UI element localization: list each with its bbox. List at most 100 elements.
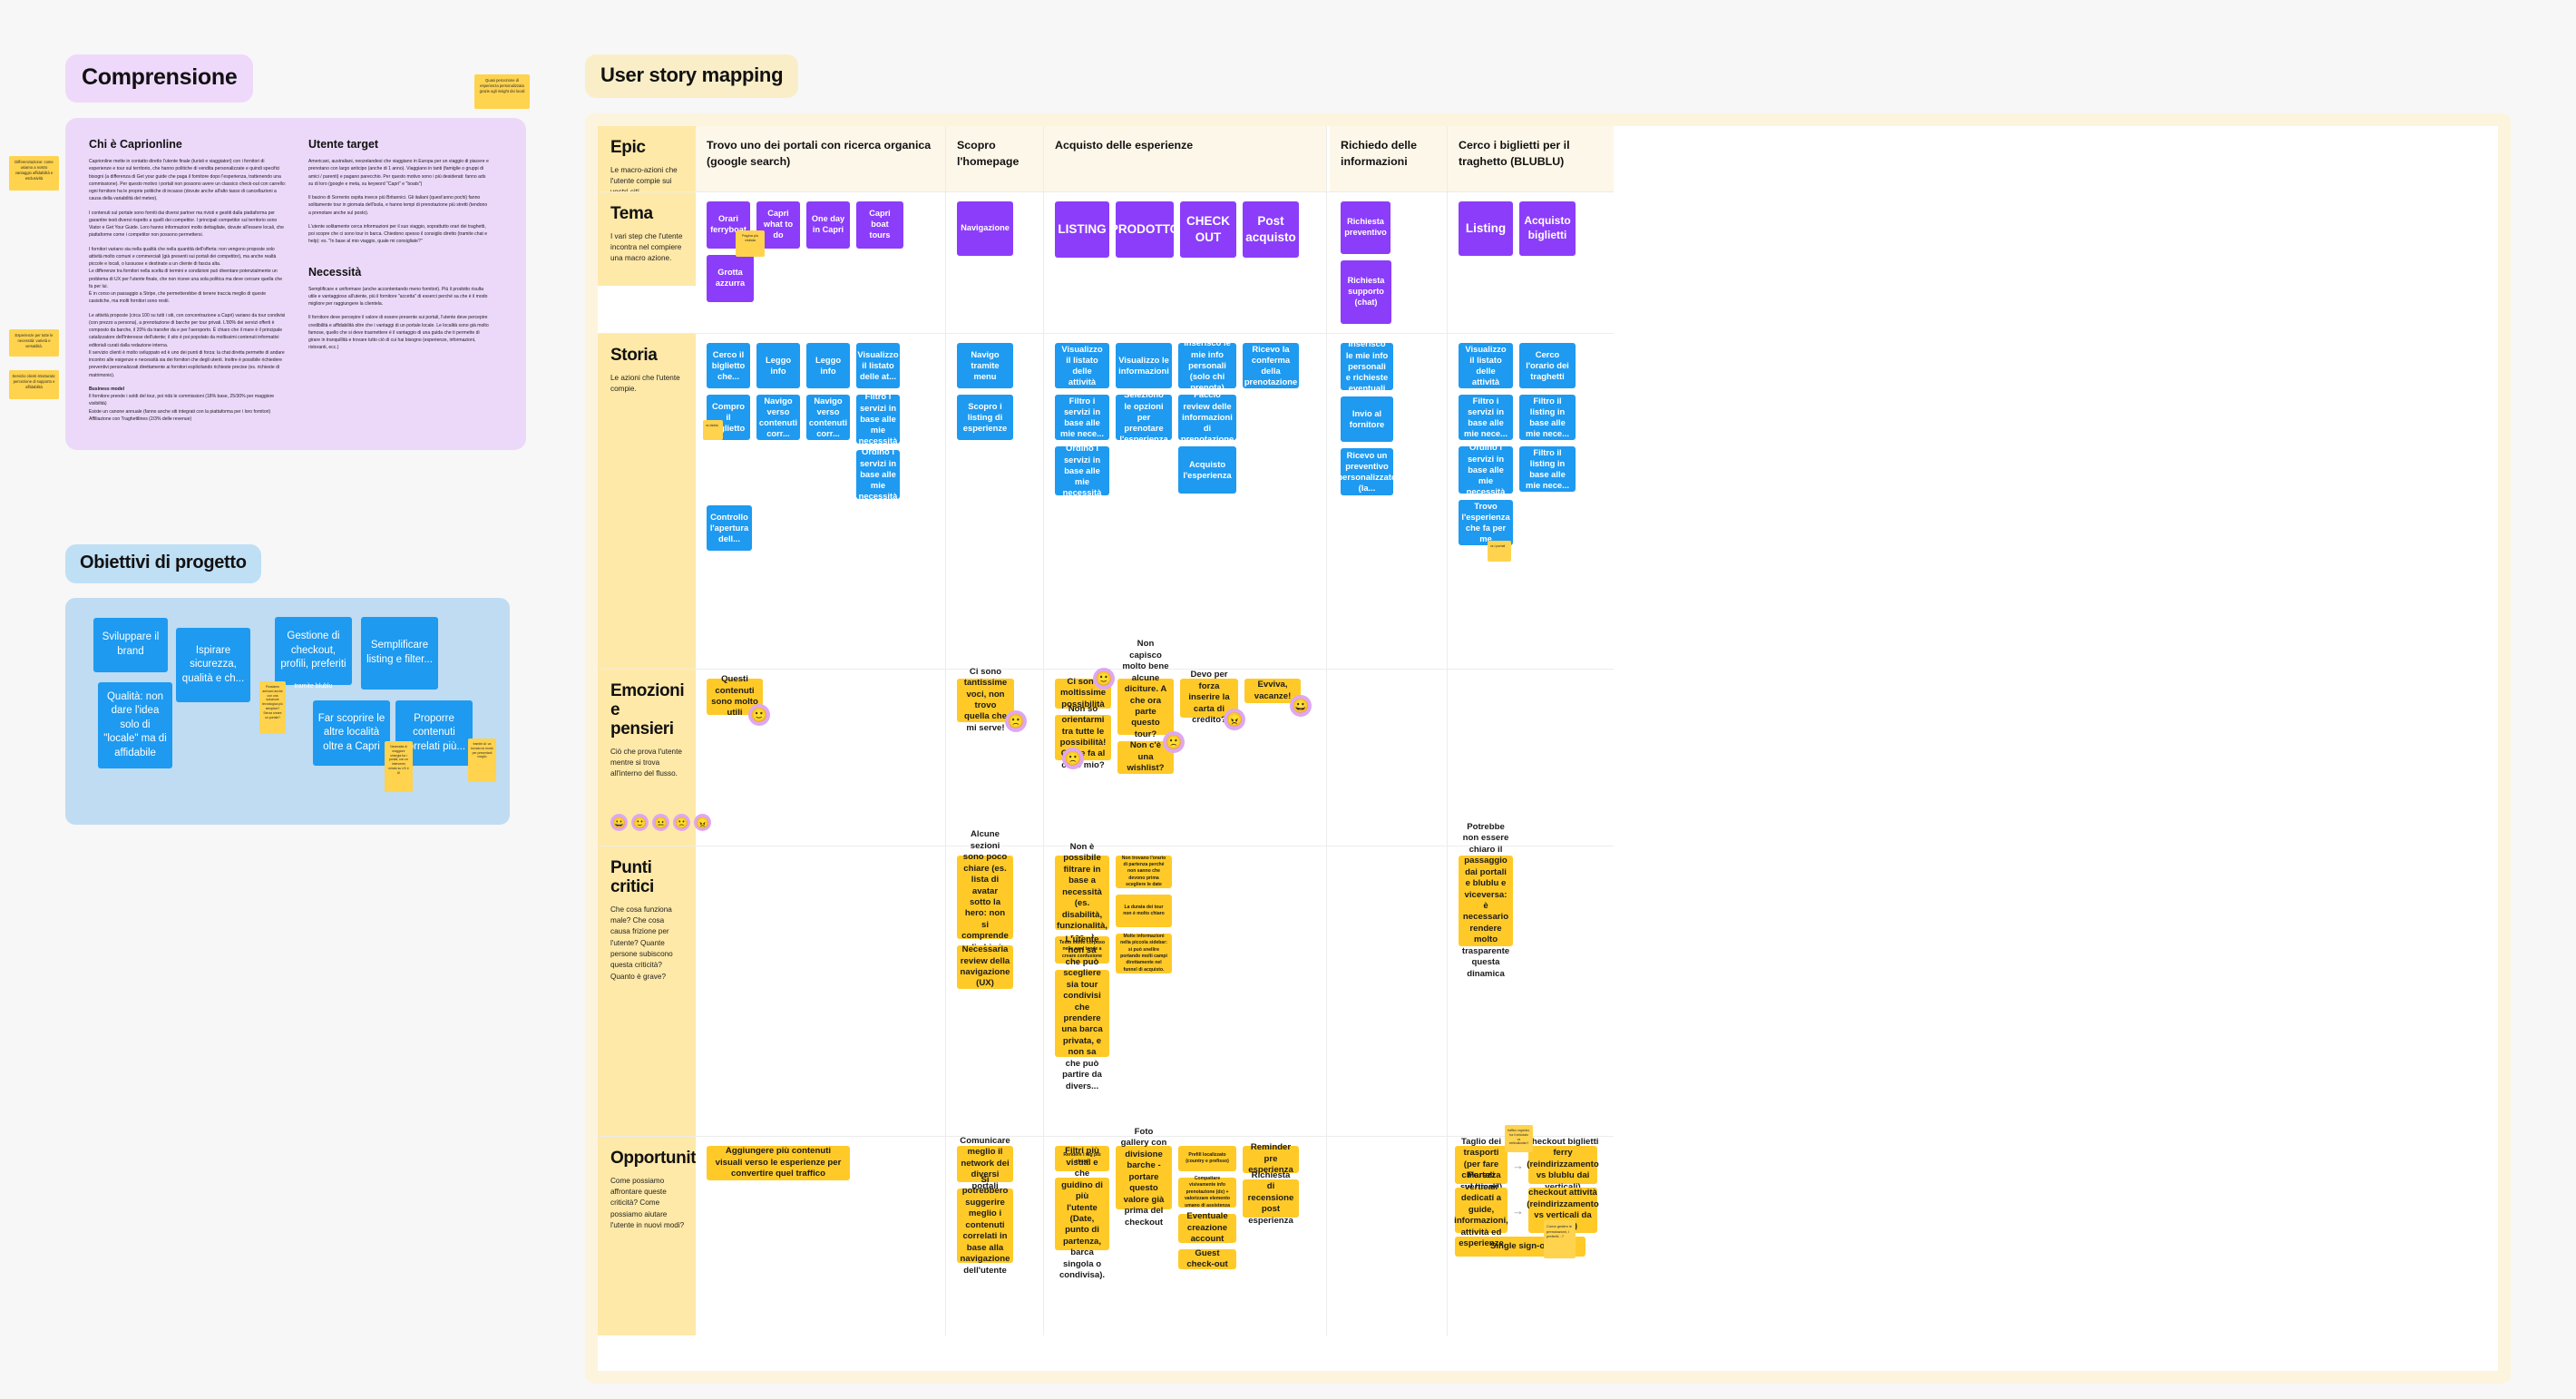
punto-critico-card[interactable]: Necessaria review della navigazione (UX) xyxy=(957,944,1013,989)
emozione-card[interactable]: Ci sono tantissime voci, non trovo quell… xyxy=(957,667,1014,733)
sticky-note-traffico-organico[interactable]: traffico organico, tra il veicolato vs v… xyxy=(1505,1125,1533,1152)
row-label-punti-title: Punti critici xyxy=(610,858,654,896)
tema-card-richiesta-preventivo[interactable]: Richiesta preventivo xyxy=(1341,201,1390,254)
opportunita-card[interactable]: Guest check-out xyxy=(1178,1248,1236,1269)
storia-card[interactable]: Navigo verso contenuti corr... xyxy=(806,395,850,440)
storia-card[interactable]: Visualizzo il listato delle attività xyxy=(1055,343,1109,388)
opportunita-card[interactable]: checkout biglietti ferry (reindirizzamen… xyxy=(1527,1137,1598,1192)
punto-critico-card[interactable]: Molte informazioni nella piccola sidebar… xyxy=(1116,934,1172,973)
sticky-note-esperienze[interactable]: Esperienze per tutte le necessità: varie… xyxy=(9,329,59,357)
tema-card-listing[interactable]: LISTING xyxy=(1055,201,1109,258)
storia-card[interactable]: Ordino i servizi in base alle mie necess… xyxy=(1459,442,1513,496)
tema-card-grotta-azzurra[interactable]: Grotta azzurra xyxy=(707,255,754,302)
storia-cell-informazioni: Inserisco le mie info personali e richie… xyxy=(1330,333,1448,669)
sticky-note-vs-i-portali[interactable]: vs i portali xyxy=(1488,541,1511,562)
tema-card-listing-blublu[interactable]: Listing xyxy=(1459,201,1513,256)
storia-card[interactable]: Ordino i servizi in base alle mie necess… xyxy=(1055,443,1109,497)
storia-card[interactable]: Visualizzo il listato delle at... xyxy=(856,343,900,388)
storia-card[interactable]: Trovo l'esperienza che fa per me xyxy=(1459,500,1513,545)
row-label-punti-critici: Punti critici Che cosa funziona male? Ch… xyxy=(598,846,696,1136)
storia-card[interactable]: Visualizzo il listato delle attività xyxy=(1459,343,1513,388)
sad-face-icon: 🙁 xyxy=(673,814,690,831)
storia-card[interactable]: Cerco il biglietto che... xyxy=(707,343,750,388)
tema-card-checkout[interactable]: CHECK OUT xyxy=(1180,201,1236,258)
punto-critico-card[interactable]: Alcune sezioni sono poco chiare (es. lis… xyxy=(957,829,1013,964)
sticky-note-sinergia-portali[interactable]: Necessità di maggiore sinergia tra i por… xyxy=(385,741,413,792)
storia-card[interactable]: Navigo tramite menu xyxy=(957,343,1013,388)
epic-header-portali: Trovo uno dei portali con ricerca organi… xyxy=(696,126,946,191)
very-happy-face-icon: 😀 xyxy=(610,814,628,831)
row-label-emozioni-desc: Ciò che prova l'utente mentre si trova a… xyxy=(610,747,682,778)
angry-face-icon: 😠 xyxy=(694,814,711,831)
storia-card[interactable]: Ricevo la conferma della prenotazione xyxy=(1243,343,1299,388)
storia-card[interactable]: Ordino i servizi in base alle mie necess… xyxy=(856,446,900,501)
storia-card[interactable]: Filtro i servizi in base alle mie nece..… xyxy=(1055,395,1109,440)
goal-card-semplificare-listing[interactable]: Semplificare listing e filter... xyxy=(361,617,438,690)
opportunita-card[interactable]: Compattare visivamente info prenotazione… xyxy=(1178,1176,1236,1208)
storia-card[interactable]: Faccio review delle informazioni di pren… xyxy=(1178,389,1236,444)
storia-card[interactable]: Controllo l'apertura dell... xyxy=(707,505,752,551)
comprensione-paragraph: Semplificare e uniformare (anche acconte… xyxy=(308,286,488,308)
storia-card[interactable]: Scopro i listing di esperienze xyxy=(957,395,1013,440)
tema-card-acquisto-biglietti[interactable]: Acquisto biglietti xyxy=(1519,201,1576,256)
opportunita-card[interactable]: Eventuale creazione account xyxy=(1178,1211,1236,1244)
comprensione-paragraph: Il bacino di Sorrento ospita invece più … xyxy=(308,195,488,216)
goal-card-qualita[interactable]: Qualità: non dare l'idea solo di "locale… xyxy=(98,682,172,768)
row-label-opportunita: Opportunità Come possiamo affrontare que… xyxy=(598,1136,706,1335)
storia-card[interactable]: Inserisco le mie info personali (solo ch… xyxy=(1178,338,1236,392)
opportunita-card[interactable]: Portali verticali dedicati a guide, info… xyxy=(1454,1170,1508,1248)
tema-card-navigazione[interactable]: Navigazione xyxy=(957,201,1013,256)
opportunita-card[interactable]: Filtri più visual e che guidino di più l… xyxy=(1055,1146,1109,1280)
punto-critico-card[interactable]: Testo molto corposo nelle card tende a c… xyxy=(1055,936,1109,964)
punto-critico-card[interactable]: L'utente non sa che può scegliere sia to… xyxy=(1055,934,1109,1091)
tema-card-post-acquisto[interactable]: Post acquisto xyxy=(1243,201,1299,258)
storia-card[interactable]: Navigo verso contenuti corr... xyxy=(756,395,800,440)
emozione-card[interactable]: Non capisco molto bene alcune diciture. … xyxy=(1117,639,1174,773)
opportunita-card[interactable]: Reminder pre esperienza xyxy=(1243,1142,1299,1175)
sticky-note-soluzione-tecnologica[interactable]: Possiamo arrivarci anche con una soluzio… xyxy=(259,681,286,734)
storia-card[interactable]: Ricevo un preventivo personalizzato (la.… xyxy=(1337,448,1397,495)
tema-cell-traghetto: Listing Acquisto biglietti xyxy=(1448,191,1614,333)
storia-card[interactable]: Seleziono le opzioni per prenotare l'esp… xyxy=(1116,389,1172,444)
storia-card[interactable]: Filtro il listing in base alle mie nece.… xyxy=(1519,446,1576,492)
opportunita-card[interactable]: Aggiungere più contenuti visuali verso l… xyxy=(707,1146,850,1180)
tema-card-prodotto[interactable]: PRODOTTO xyxy=(1110,201,1179,258)
punto-critico-card[interactable]: Non è possibile filtrare in base a neces… xyxy=(1055,842,1109,943)
punti-cell-portali xyxy=(696,846,946,1136)
sticky-note-tramite-ai[interactable]: tramite AI: va trovato un modo per prese… xyxy=(468,739,496,782)
storia-card[interactable]: Visualizzo le informazioni xyxy=(1116,343,1172,388)
goal-card-sviluppare-brand[interactable]: Sviluppare il brand xyxy=(93,618,168,672)
sticky-note-vs-blublu[interactable]: vs blublu xyxy=(703,420,723,440)
punto-critico-card[interactable]: La durata dei tour non è molto chiaro xyxy=(1116,895,1172,927)
emozioni-cell-traghetto xyxy=(1448,669,1614,846)
opportunita-card[interactable]: Rendere i tag più visual xyxy=(1055,1146,1109,1171)
storia-card[interactable]: Filtro il listing in base alle mie nece.… xyxy=(1519,395,1576,440)
tema-card-capri-boat-tours[interactable]: Capri boat tours xyxy=(856,201,903,249)
storia-card[interactable]: Filtro i servizi in base alle mie necess… xyxy=(856,391,900,445)
storia-card[interactable]: Leggo info xyxy=(756,343,800,388)
goal-card-gestione-checkout[interactable]: Gestione di checkout, profili, preferiti xyxy=(275,617,352,685)
opportunita-card[interactable]: Si potrebbero suggerire meglio i contenu… xyxy=(957,1175,1013,1276)
opportunita-card[interactable]: Richiesta di recensione post esperienza xyxy=(1243,1170,1299,1226)
happy-face-icon: 🙂 xyxy=(1093,668,1115,690)
storia-card[interactable]: Acquisto l'esperienza xyxy=(1178,446,1236,494)
sticky-note-differenziazione[interactable]: Differenziazione: come usiamo a nostro v… xyxy=(9,156,59,191)
opportunita-card[interactable]: Prefill localizzato (country e prefisso) xyxy=(1178,1146,1236,1171)
goal-card-ispirare-sicurezza[interactable]: Ispirare sicurezza, qualità e ch... xyxy=(176,628,250,702)
storia-card[interactable]: Inserisco le mie info personali e richie… xyxy=(1341,338,1393,393)
sticky-note-target-insight[interactable]: Quasi percezione di esperienza personali… xyxy=(474,74,530,109)
storia-card[interactable]: Filtro i servizi in base alle mie nece..… xyxy=(1459,395,1513,440)
tema-card-one-day-in-capri[interactable]: One day in Capri xyxy=(806,201,850,249)
opportunita-card[interactable]: Foto gallery con divisione barche - port… xyxy=(1116,1127,1172,1228)
tema-card-richiesta-supporto[interactable]: Richiesta supporto (chat) xyxy=(1341,260,1391,324)
goal-card-far-scoprire[interactable]: Far scoprire le altre località oltre a C… xyxy=(313,700,390,766)
sticky-note-servizio-clienti[interactable]: Servizio clienti strutturato: percezione… xyxy=(9,370,59,399)
punto-critico-card[interactable]: Potrebbe non essere chiaro il passaggio … xyxy=(1459,822,1513,979)
storia-cell-acquisto: Visualizzo il listato delle attività Fil… xyxy=(1044,333,1327,669)
storia-card[interactable]: Leggo info xyxy=(806,343,850,388)
sticky-note-gestire-prenotazioni[interactable]: Come gestire le prenotazioni, i preferit… xyxy=(1544,1220,1576,1258)
storia-card[interactable]: Invio al fornitore xyxy=(1341,396,1393,442)
punto-critico-card[interactable]: Non trovano l'orario di partenza perché … xyxy=(1116,856,1172,888)
sticky-note-pagina-piu-visitata[interactable]: Pagina più visitata xyxy=(736,230,765,257)
storia-card[interactable]: Cerco l'orario dei traghetti xyxy=(1519,343,1576,388)
